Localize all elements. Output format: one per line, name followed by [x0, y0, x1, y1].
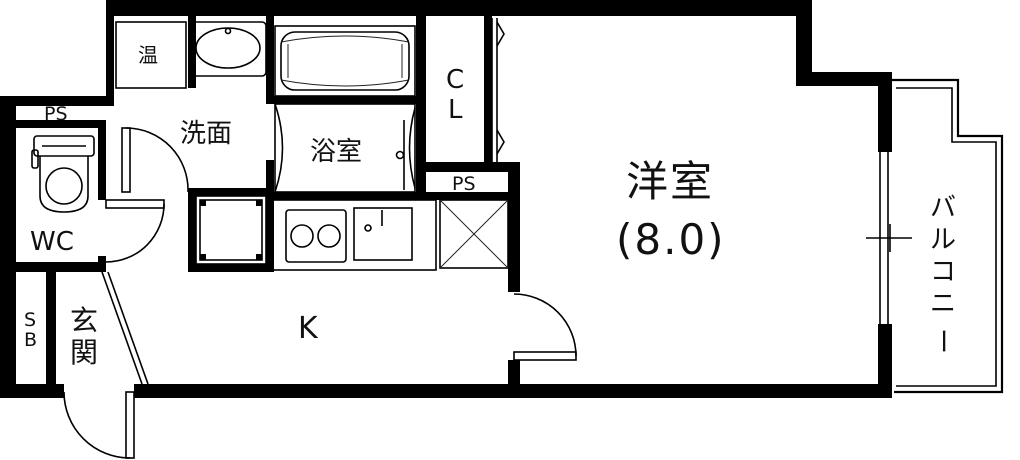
- toilet-icon: [31, 135, 95, 213]
- shoe-box-label-b: B: [24, 329, 37, 351]
- closet-label-l: L: [448, 95, 463, 125]
- shoe-box-label-s: S: [24, 309, 36, 331]
- kitchen-sink-icon: [353, 207, 413, 261]
- balcony-outline: [890, 78, 1004, 394]
- walls: [0, 0, 892, 398]
- washing-machine-space: [195, 195, 267, 265]
- bathtub-icon: [274, 25, 416, 97]
- water-heater-label: 温: [138, 43, 158, 67]
- balcony-label-char-2: ル: [930, 225, 956, 255]
- toilet-label: WC: [30, 227, 74, 257]
- entrance-label-line1: 玄: [70, 304, 98, 337]
- balcony-label-char-5: ー: [927, 328, 957, 354]
- balcony-window: [866, 149, 912, 327]
- bathroom-label: 浴室: [310, 137, 362, 167]
- kitchen-label: K: [298, 311, 319, 346]
- western-room-label: 洋室: [626, 157, 714, 206]
- balcony-label-char-3: コ: [930, 257, 956, 287]
- refrigerator-space: [439, 199, 509, 269]
- washbasin-icon: [189, 21, 267, 77]
- entrance-step-line: [101, 271, 143, 385]
- toilet-door: [105, 199, 165, 263]
- western-room-size: (8.0): [616, 215, 726, 264]
- closet-doors: [491, 18, 505, 162]
- balcony-label-char-1: バ: [930, 193, 956, 223]
- water-heater-box: [115, 21, 187, 89]
- washroom-label: 洗面: [180, 119, 232, 149]
- front-door: [63, 391, 135, 459]
- balcony-label-char-4: ニ: [930, 289, 956, 319]
- pipe-space-middle-label: PS: [452, 173, 476, 195]
- pipe-space-top-left-label: PS: [44, 103, 68, 125]
- room-door: [513, 293, 577, 361]
- washroom-door: [121, 127, 189, 193]
- entrance-label-line2: 関: [70, 336, 98, 369]
- closet-label-c: C: [446, 65, 464, 95]
